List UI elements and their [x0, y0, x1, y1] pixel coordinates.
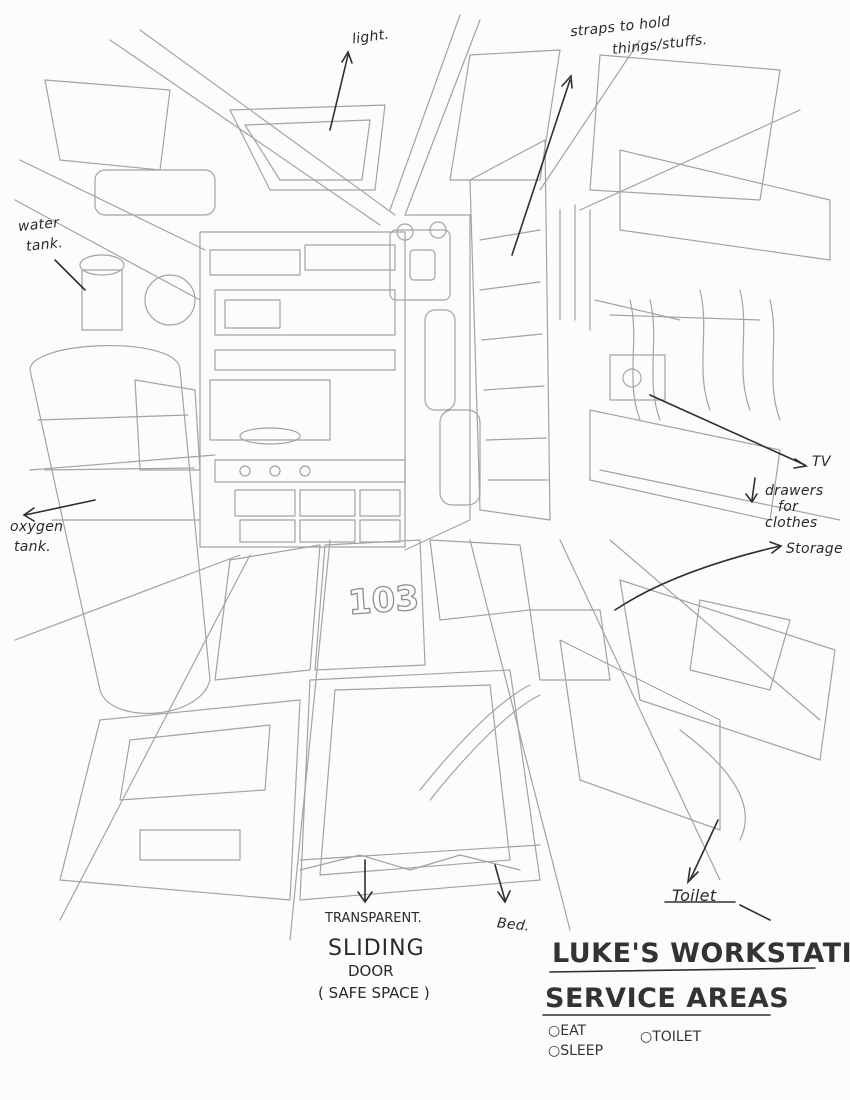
label-oxygen-line2: tank.	[14, 539, 51, 555]
service-item-sleep-label: SLEEP	[560, 1043, 604, 1059]
floor-number-decal: 103	[347, 578, 421, 623]
label-toilet: Toilet	[672, 886, 717, 905]
label-drawers-line2: for	[778, 499, 799, 515]
label-bed: Bed.	[496, 915, 531, 935]
label-door-line2: SLIDING	[328, 936, 425, 961]
service-item-eat: ○EAT	[548, 1023, 587, 1039]
label-door-line4: ( SAFE SPACE )	[318, 984, 430, 1002]
label-water-line2: tank.	[25, 235, 64, 255]
service-item-eat-label: EAT	[560, 1023, 587, 1039]
label-water-line1: water	[17, 214, 61, 236]
service-item-toilet-label: TOILET	[652, 1029, 702, 1045]
label-storage: Storage	[786, 541, 843, 557]
label-door-line3: DOOR	[348, 962, 394, 980]
title-workstation: LUKE'S WORKSTATION	[552, 938, 850, 969]
label-tv: TV	[812, 454, 831, 470]
label-door-line1: TRANSPARENT.	[325, 911, 422, 926]
service-item-sleep: ○SLEEP	[548, 1043, 604, 1059]
service-item-toilet: ○TOILET	[640, 1029, 702, 1045]
label-drawers-line3: clothes	[765, 515, 818, 531]
label-oxygen-line1: oxygen	[10, 519, 64, 535]
label-drawers-line1: drawers	[765, 483, 824, 499]
subtitle-service-areas: SERVICE AREAS	[545, 983, 790, 1014]
